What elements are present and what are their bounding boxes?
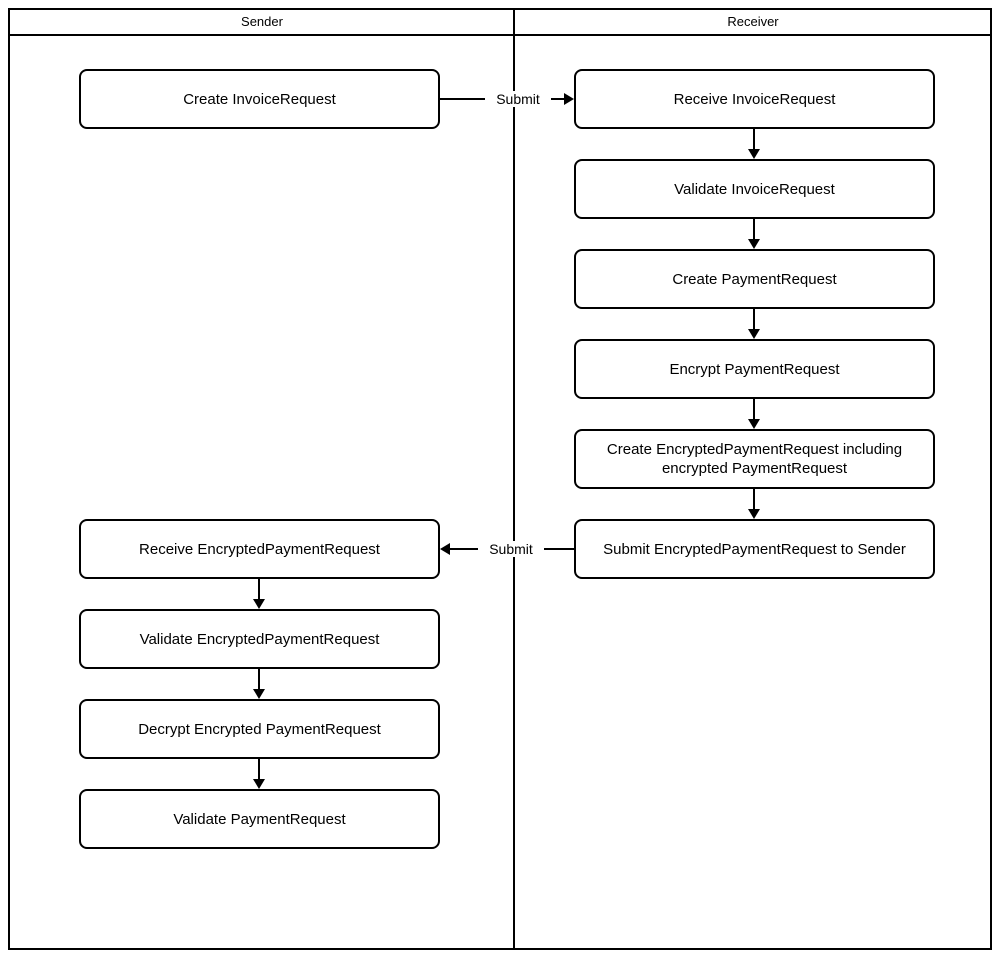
edge-validate-encrypted-to-decrypt-line: [258, 669, 260, 691]
node-receive-invoice-request[interactable]: Receive InvoiceRequest: [574, 69, 935, 129]
edge-create-to-encrypt-payment-arrowhead: [748, 329, 760, 339]
node-submit-encrypted-payment-request[interactable]: Submit EncryptedPaymentRequest to Sender: [574, 519, 935, 579]
edge-receive-to-validate-invoice-arrowhead: [748, 149, 760, 159]
edge-submit-to-receiver-arrowhead: [564, 93, 574, 105]
edge-create-encrypted-to-submit-arrowhead: [748, 509, 760, 519]
edge-validate-encrypted-to-decrypt-arrowhead: [253, 689, 265, 699]
node-encrypt-payment-request[interactable]: Encrypt PaymentRequest: [574, 339, 935, 399]
lane-title-sender: Sender: [241, 14, 283, 29]
edge-encrypt-to-create-encrypted-line: [753, 399, 755, 421]
edge-encrypt-to-create-encrypted-arrowhead: [748, 419, 760, 429]
edge-create-encrypted-to-submit-line: [753, 489, 755, 511]
node-receive-encrypted-payment-request[interactable]: Receive EncryptedPaymentRequest: [79, 519, 440, 579]
node-validate-payment-request[interactable]: Validate PaymentRequest: [79, 789, 440, 849]
node-decrypt-encrypted-payment-request[interactable]: Decrypt Encrypted PaymentRequest: [79, 699, 440, 759]
edge-label-submit-to-receiver: Submit: [485, 91, 551, 107]
edge-validate-invoice-to-create-payment-line: [753, 219, 755, 241]
node-validate-encrypted-payment-request[interactable]: Validate EncryptedPaymentRequest: [79, 609, 440, 669]
edge-receive-to-validate-encrypted-line: [258, 579, 260, 601]
edge-create-to-encrypt-payment-line: [753, 309, 755, 331]
edge-validate-invoice-to-create-payment-arrowhead: [748, 239, 760, 249]
edge-decrypt-to-validate-payment-arrowhead: [253, 779, 265, 789]
node-create-invoice-request[interactable]: Create InvoiceRequest: [79, 69, 440, 129]
edge-label-submit-to-sender: Submit: [478, 541, 544, 557]
lane-divider: [513, 8, 515, 950]
edge-receive-to-validate-encrypted-arrowhead: [253, 599, 265, 609]
edge-receive-to-validate-invoice-line: [753, 129, 755, 151]
node-validate-invoice-request[interactable]: Validate InvoiceRequest: [574, 159, 935, 219]
node-create-payment-request[interactable]: Create PaymentRequest: [574, 249, 935, 309]
lane-title-receiver: Receiver: [727, 14, 779, 29]
node-create-encrypted-payment-request[interactable]: Create EncryptedPaymentRequest including…: [574, 429, 935, 489]
swimlane-header: [8, 8, 992, 36]
edge-submit-to-sender-arrowhead: [440, 543, 450, 555]
edge-decrypt-to-validate-payment-line: [258, 759, 260, 781]
